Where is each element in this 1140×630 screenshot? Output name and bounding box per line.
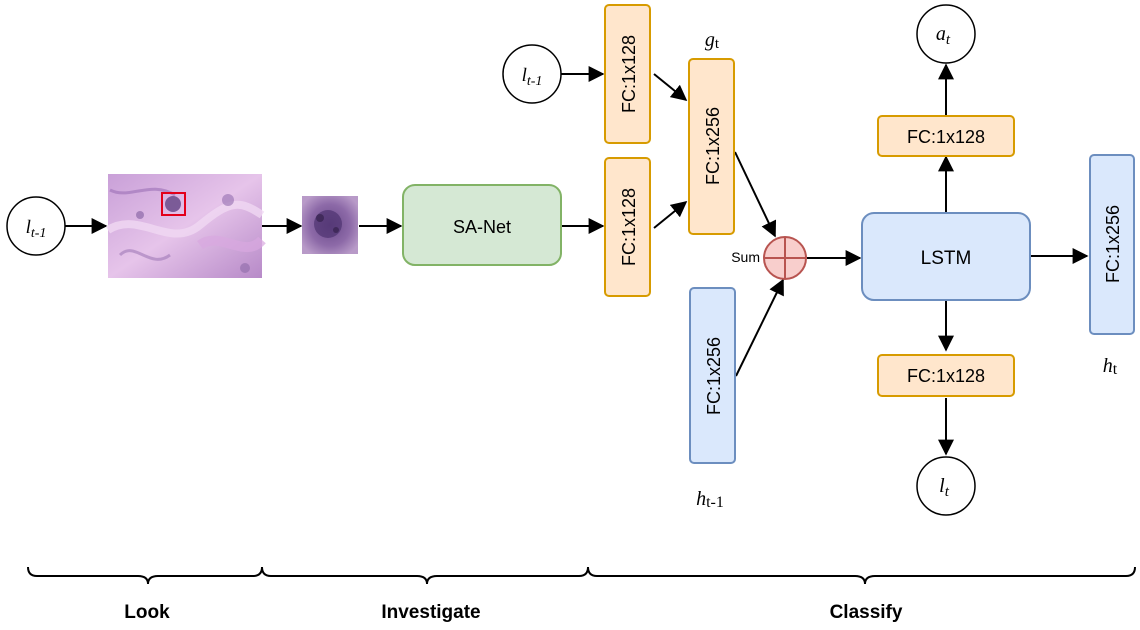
edge-hprev-to-sum	[735, 278, 784, 377]
input-l-node: lt-1	[6, 196, 66, 256]
fc-a-label: FC:1x128	[907, 127, 985, 147]
glimpse-patch	[302, 196, 358, 254]
look-brace	[27, 566, 263, 585]
lower-l-label: lt-1	[522, 65, 543, 89]
glimpse-box	[161, 192, 186, 216]
fc-lower-label: FC:1x128	[619, 188, 639, 266]
stage-classify-label: Classify	[830, 602, 903, 623]
input-l-label: lt-1	[26, 217, 47, 241]
stage-look-label: Look	[124, 602, 170, 623]
fc-hidden-next-block: FC:1x256	[1089, 154, 1135, 335]
fc-upper-block: FC:1x128	[604, 4, 651, 144]
lower-l-node: lt-1	[502, 44, 562, 104]
l-out-label: lt	[939, 475, 950, 500]
fc-hidden-next-label: FC:1x256	[1103, 205, 1123, 283]
sum-node: Sum	[731, 236, 807, 280]
lstm-block: LSTM	[861, 212, 1031, 301]
classify-brace	[587, 566, 1136, 585]
edge-fc-lower-to-fc-mid	[653, 200, 688, 229]
h-next-label: ht	[1103, 355, 1118, 378]
edges	[65, 63, 1089, 456]
fc-mid-label: FC:1x256	[703, 107, 723, 185]
investigate-brace	[261, 566, 589, 585]
edge-fc-mid-to-sum	[734, 151, 777, 238]
lstm-label: LSTM	[921, 248, 972, 269]
fc-hidden-prev-block: FC:1x256	[689, 287, 736, 464]
histology-image	[105, 174, 266, 278]
fc-lower-block: FC:1x128	[604, 157, 651, 297]
sa-net-label: SA-Net	[453, 217, 511, 237]
stage-investigate-label: Investigate	[381, 602, 480, 623]
fc-a-block: FC:1x128	[877, 115, 1015, 157]
fc-hidden-prev-label: FC:1x256	[704, 337, 724, 415]
h-prev-label: ht-1	[696, 488, 724, 511]
a-out-node: at	[916, 4, 976, 64]
sum-label: Sum	[731, 249, 760, 265]
fc-mid-block: FC:1x256	[688, 58, 735, 235]
fc-upper-label: FC:1x128	[619, 35, 639, 113]
fc-l-label: FC:1x128	[907, 366, 985, 386]
fc-l-block: FC:1x128	[877, 354, 1015, 397]
stage-braces	[27, 566, 1136, 585]
l-out-node: lt	[916, 456, 976, 516]
edge-fc-upper-to-fc-mid	[653, 73, 688, 102]
g-label: gt	[705, 29, 720, 52]
sa-net-block: SA-Net	[402, 184, 562, 266]
a-out-label: at	[936, 23, 951, 48]
